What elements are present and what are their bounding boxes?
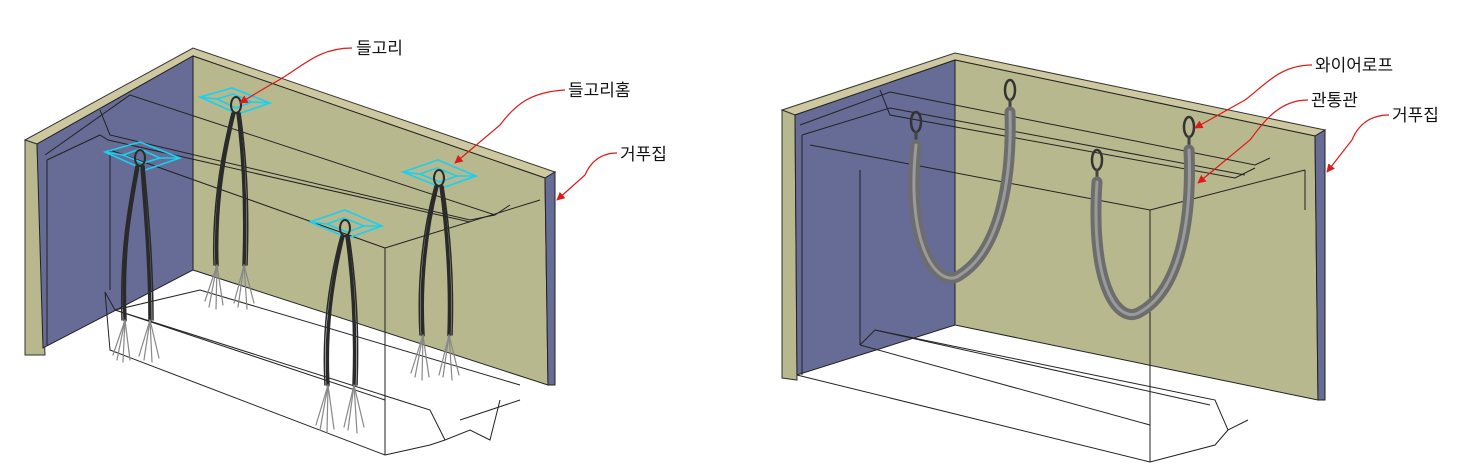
right-leaders [1194, 64, 1390, 184]
lifting-loops [112, 96, 460, 434]
leader-lifting-loop [239, 47, 353, 104]
strand-fray-2 [204, 264, 255, 310]
right-end-edge [1314, 129, 1326, 401]
left-leaders [239, 47, 618, 201]
label-lifting-loop-recess: 들고리홈 [568, 81, 631, 101]
leader-wire-rope [1194, 64, 1313, 129]
lifting-loop-4 [410, 169, 460, 381]
left-formwork [23, 47, 557, 386]
left-side-wall [24, 139, 46, 356]
wire-rope-2 [1090, 115, 1196, 321]
right-side-wall-face [794, 59, 956, 376]
label-formwork-right: 거푸집 [1392, 106, 1439, 126]
lifting-loop-2 [204, 96, 255, 310]
label-formwork-left: 거푸집 [620, 145, 667, 165]
strand-fray-3 [315, 384, 365, 434]
left-figure: 들고리 들고리홈 거푸집 [23, 39, 667, 456]
left-segment-wireframe [44, 94, 541, 456]
wire-rope-1 [908, 78, 1017, 284]
recess-2 [197, 87, 273, 115]
lifting-loop-1 [112, 149, 160, 363]
label-lifting-loop: 들고리 [356, 39, 403, 59]
lifting-loop-recesses [102, 87, 479, 239]
right-side-wall [781, 109, 798, 381]
right-segment-wireframe [796, 89, 1306, 463]
left-side-wall-face [36, 55, 194, 349]
strand-fray-1 [112, 319, 160, 363]
wire-rope-assemblies [908, 78, 1196, 321]
leader-lifting-loop-recess [454, 89, 566, 164]
recess-1 [102, 141, 183, 171]
right-formwork [780, 52, 1327, 401]
leader-through-pipe [1197, 99, 1309, 184]
leader-formwork-right [1326, 114, 1390, 173]
right-figure: 와이어로프 관통관 거푸집 [780, 52, 1439, 463]
label-wire-rope: 와이어로프 [1315, 56, 1393, 76]
left-end-edge [544, 171, 556, 386]
label-through-pipe: 관통관 [1311, 91, 1358, 111]
leader-formwork-left [556, 152, 618, 201]
strand-fray-4 [410, 334, 460, 381]
lifting-loop-3 [315, 219, 365, 434]
